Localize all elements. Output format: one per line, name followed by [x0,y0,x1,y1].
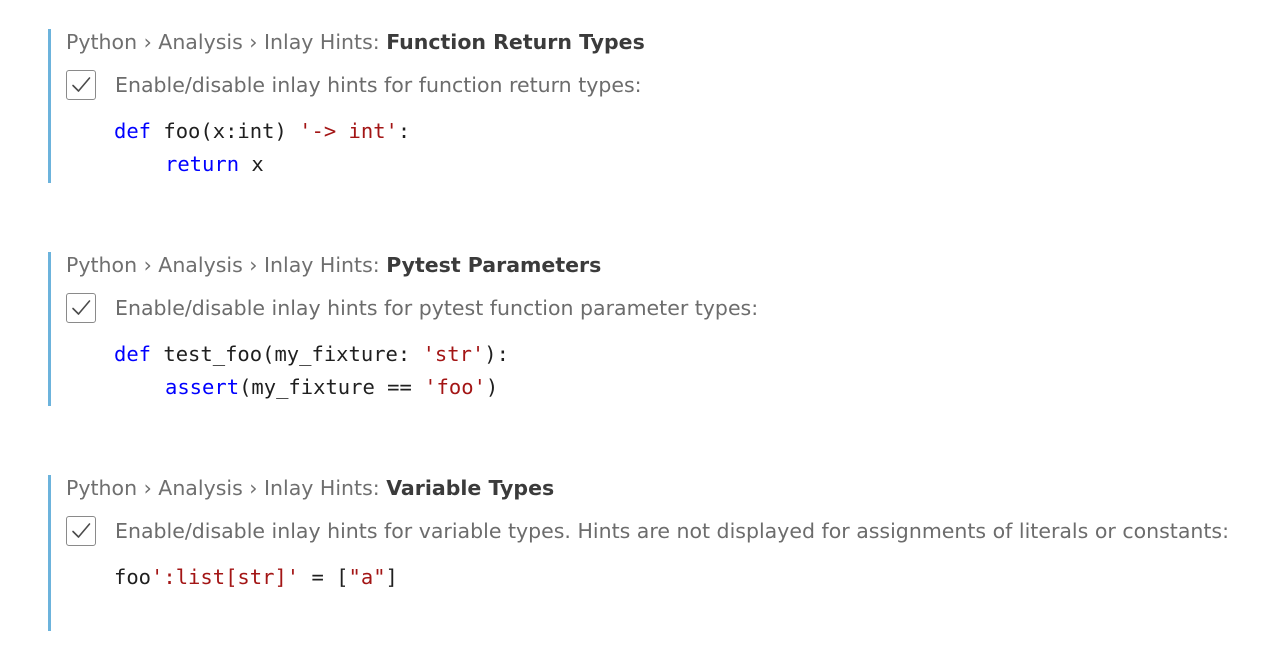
setting-description: Enable/disable inlay hints for function … [115,73,642,97]
code-text: : [397,119,411,143]
setting-category: Python › Analysis › Inlay Hints: [66,253,387,277]
setting-category: Python › Analysis › Inlay Hints: [66,476,387,500]
check-icon [72,77,91,92]
setting-name: Pytest Parameters [386,253,602,277]
code-inlay-hint: ':list[str]' [151,565,300,589]
check-icon [72,523,91,538]
code-text: x [239,152,264,176]
code-inlay-hint: '-> int' [299,119,398,143]
variable-types-checkbox[interactable] [66,516,96,546]
code-line: return x [114,148,1258,181]
code-text: ) [485,375,499,399]
code-inlay-hint: 'str' [422,342,485,366]
code-string: "a" [348,565,386,589]
code-text: test_foo(my_fixture: [151,342,423,366]
code-example: foo':list[str]' = ["a"] [114,561,1258,594]
setting-name: Variable Types [386,476,555,500]
setting-title: Python › Analysis › Inlay Hints: Functio… [66,29,1258,55]
code-line: def test_foo(my_fixture: 'str'): [114,338,1258,371]
code-text: = [ [299,565,349,589]
code-keyword: return [165,152,240,176]
setting-function-return-types: Python › Analysis › Inlay Hints: Functio… [48,29,1258,183]
code-keyword: def [114,342,152,366]
setting-row: Enable/disable inlay hints for pytest fu… [66,293,1258,323]
code-example: def test_foo(my_fixture: 'str'):assert(m… [114,338,1258,404]
function-return-types-checkbox[interactable] [66,70,96,100]
setting-description: Enable/disable inlay hints for variable … [115,519,1230,543]
code-line: assert(my_fixture == 'foo') [114,371,1258,404]
code-example: def foo(x:int) '-> int':return x [114,115,1258,181]
code-text: (my_fixture == [239,375,425,399]
code-text: ] [385,565,398,589]
setting-variable-types: Python › Analysis › Inlay Hints: Variabl… [48,475,1258,631]
code-keyword: def [114,119,152,143]
code-line: foo':list[str]' = ["a"] [114,561,1258,594]
code-text: ): [484,342,509,366]
code-text: foo(x:int) [151,119,300,143]
code-keyword: assert [165,375,240,399]
code-text: foo [114,565,152,589]
setting-row: Enable/disable inlay hints for function … [66,70,1258,100]
setting-category: Python › Analysis › Inlay Hints: [66,30,387,54]
code-string: 'foo' [424,375,486,399]
pytest-parameters-checkbox[interactable] [66,293,96,323]
setting-description: Enable/disable inlay hints for pytest fu… [115,296,759,320]
setting-title: Python › Analysis › Inlay Hints: Pytest … [66,252,1258,278]
check-icon [72,300,91,315]
setting-pytest-parameters: Python › Analysis › Inlay Hints: Pytest … [48,252,1258,406]
code-line: def foo(x:int) '-> int': [114,115,1258,148]
setting-row: Enable/disable inlay hints for variable … [66,516,1258,546]
setting-name: Function Return Types [386,30,645,54]
setting-title: Python › Analysis › Inlay Hints: Variabl… [66,475,1258,501]
